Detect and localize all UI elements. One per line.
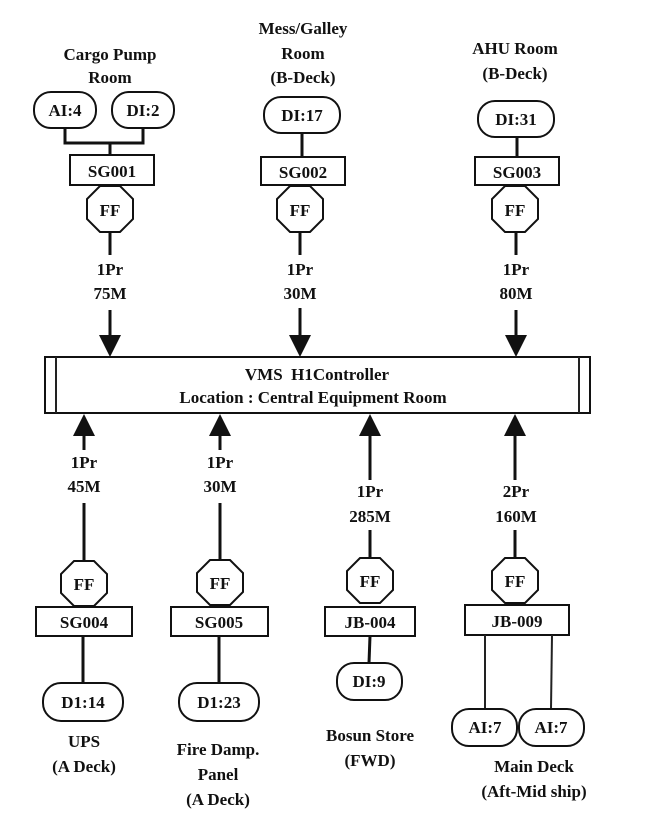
cable-length: 30M <box>203 477 236 496</box>
cable-length: 160M <box>495 507 537 526</box>
device-label: JB-004 <box>345 613 397 632</box>
signal-connector <box>63 128 145 155</box>
ff-octagon-icon <box>491 185 539 233</box>
location-label-line: (FWD) <box>345 751 396 770</box>
cable-pairs: 1Pr <box>357 482 384 501</box>
signal-label: DI:2 <box>126 101 159 120</box>
cable-length: 80M <box>499 284 532 303</box>
signal-connector <box>367 635 372 664</box>
device-box <box>324 606 416 637</box>
cable-length: 30M <box>283 284 316 303</box>
signal-label: DI:31 <box>495 110 537 129</box>
device-label: SG004 <box>60 613 109 632</box>
location-label-line: (B-Deck) <box>270 68 335 87</box>
node-mess-galley-room: Mess/Galley Room (B-Deck) DI:17 SG002 FF… <box>259 19 348 357</box>
node-cargo-pump-room: Cargo Pump Room AI:4 DI:2 SG001 FF 1Pr 7… <box>33 45 175 357</box>
location-label-line: AHU Room <box>472 39 557 58</box>
signal-label: DI:17 <box>281 106 323 125</box>
location-label-line: (A Deck) <box>186 790 250 809</box>
arrow-up-icon <box>504 414 526 436</box>
cable-pairs: 1Pr <box>207 453 234 472</box>
signal-label: DI:9 <box>352 672 385 691</box>
signal-pill <box>451 708 518 747</box>
device-label: JB-009 <box>492 612 543 631</box>
signal-pill <box>518 708 585 747</box>
location-label-line: Mess/Galley <box>259 19 348 38</box>
filter-label: FF <box>360 572 381 591</box>
controller-title: VMS H1Controller <box>245 365 390 384</box>
device-box <box>464 604 570 636</box>
device-box <box>474 156 560 186</box>
node-ahu-room: AHU Room (B-Deck) DI:31 SG003 FF 1Pr 80M <box>472 39 560 357</box>
controller-location: Location : Central Equipment Room <box>179 388 446 407</box>
device-box <box>170 606 269 637</box>
location-label-line: Bosun Store <box>326 726 414 745</box>
ff-octagon-icon <box>86 185 134 233</box>
ff-octagon-icon <box>196 559 244 606</box>
location-label-line: (A Deck) <box>52 757 116 776</box>
arrow-down-icon <box>289 335 311 357</box>
controller-box: VMS H1Controller Location : Central Equi… <box>44 356 591 414</box>
node-main-deck: 2Pr 160M FF JB-009 AI:7 AI:7 Main Deck (… <box>451 414 587 801</box>
node-ups: 1Pr 45M FF SG004 D1:14 UPS (A Deck) <box>35 414 133 776</box>
location-label-line: Main Deck <box>494 757 574 776</box>
signal-connector <box>550 634 553 710</box>
location-label-line: (Aft-Mid ship) <box>481 782 586 801</box>
filter-label: FF <box>74 575 95 594</box>
location-label-line: UPS <box>68 732 100 751</box>
cable-pairs: 1Pr <box>97 260 124 279</box>
filter-label: FF <box>210 574 231 593</box>
cable-length: 45M <box>67 477 100 496</box>
signal-label: D1:23 <box>197 693 240 712</box>
arrow-up-icon <box>73 414 95 436</box>
arrow-up-icon <box>359 414 381 436</box>
location-label-line: Fire Damp. <box>177 740 260 759</box>
ff-octagon-icon <box>491 557 539 604</box>
filter-label: FF <box>290 201 311 220</box>
location-label-line: Panel <box>198 765 239 784</box>
filter-label: FF <box>505 201 526 220</box>
node-bosun-store: 1Pr 285M FF JB-004 DI:9 Bosun Store (FWD… <box>324 414 416 770</box>
cable-pairs: 2Pr <box>503 482 530 501</box>
signal-label: AI:4 <box>48 101 82 120</box>
signal-label: AI:7 <box>468 718 502 737</box>
signal-pill <box>336 662 403 701</box>
device-label: SG005 <box>195 613 243 632</box>
arrow-up-icon <box>209 414 231 436</box>
cable-pairs: 1Pr <box>71 453 98 472</box>
location-label-line: Room <box>281 44 324 63</box>
device-label: SG003 <box>493 163 541 182</box>
node-fire-damp-panel: 1Pr 30M FF SG005 D1:23 Fire Damp. Panel … <box>170 414 269 809</box>
signal-label: AI:7 <box>534 718 568 737</box>
signal-pill <box>42 682 124 722</box>
ff-octagon-icon <box>276 185 324 233</box>
cable-pairs: 1Pr <box>503 260 530 279</box>
cable-length: 75M <box>93 284 126 303</box>
location-label-line: Cargo Pump <box>63 45 156 64</box>
ff-octagon-icon <box>346 557 394 604</box>
signal-label: D1:14 <box>61 693 105 712</box>
filter-label: FF <box>505 572 526 591</box>
device-label: SG002 <box>279 163 327 182</box>
arrow-down-icon <box>99 335 121 357</box>
arrow-down-icon <box>505 335 527 357</box>
location-label-line: Room <box>88 68 131 87</box>
cable-length: 285M <box>349 507 391 526</box>
location-label-line: (B-Deck) <box>482 64 547 83</box>
filter-label: FF <box>100 201 121 220</box>
signal-pill <box>178 682 260 722</box>
device-label: SG001 <box>88 162 136 181</box>
controller-frame <box>44 356 591 414</box>
cable-pairs: 1Pr <box>287 260 314 279</box>
